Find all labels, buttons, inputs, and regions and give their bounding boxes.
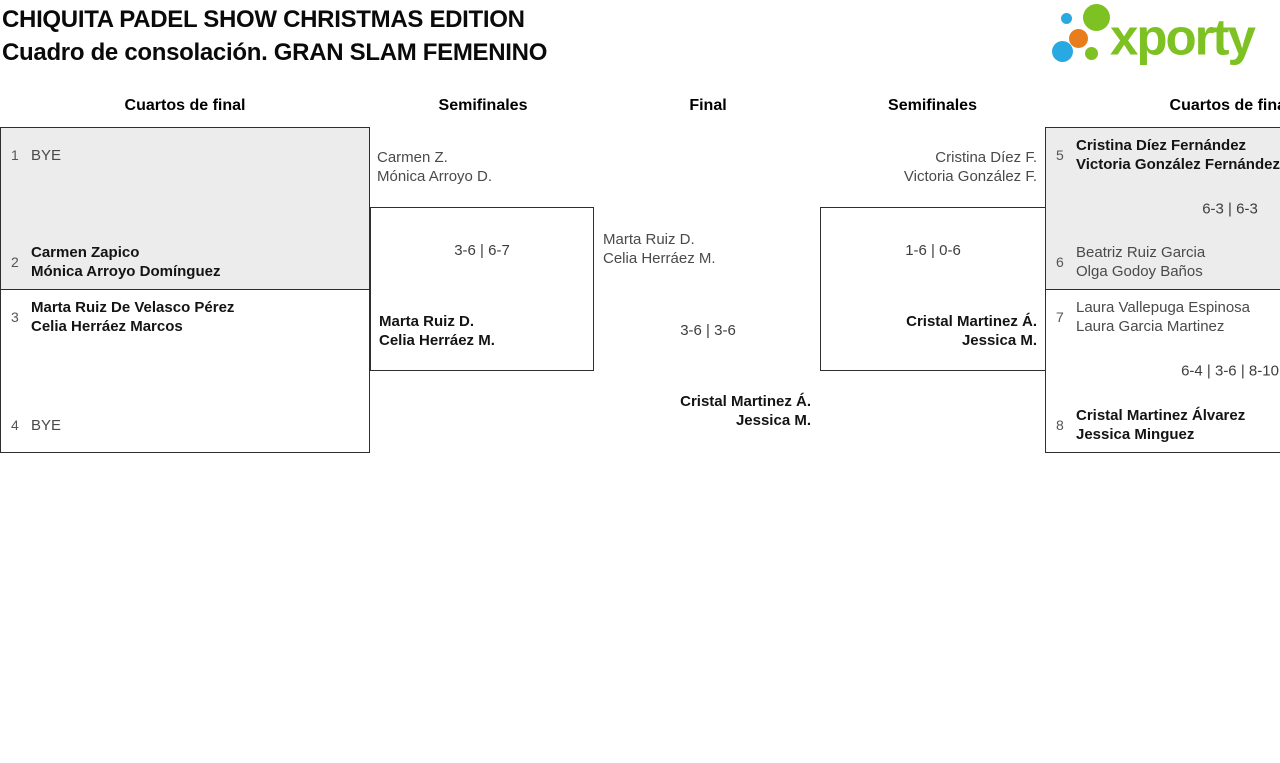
team-names: Marta Ruiz De Velasco Pérez Celia Herráe… [31, 298, 234, 336]
player-name: Carmen Z. [377, 149, 448, 166]
match-box-qf1: 1 BYE 2 Carmen Zapico Mónica Arroyo Domí… [0, 127, 370, 290]
player-name: Mónica Arroyo D. [377, 168, 493, 185]
player-name: Cristina Díez Fernández [1076, 137, 1247, 154]
player-name: Beatriz Ruiz Garcia [1076, 244, 1206, 261]
seed-number: 5 [1056, 147, 1064, 163]
player-name: Jessica M. [735, 412, 811, 429]
match-score: 3-6 | 6-7 [454, 242, 510, 259]
sf-right-top-team: Cristina Díez F. Victoria González F. [820, 148, 1037, 186]
player-name: Celia Herráez Marcos [31, 318, 183, 335]
seed-number: 7 [1056, 309, 1064, 325]
round-header-quarterfinals-right: Cuartos de final [1169, 97, 1280, 114]
xporty-logo[interactable]: xporty [1048, 0, 1280, 78]
seed-number: 1 [11, 147, 19, 163]
player-name: Celia Herráez M. [603, 250, 716, 267]
sf-left-top-team: Carmen Z. Mónica Arroyo D. [377, 148, 492, 186]
match-score: 6-4 | 3-6 | 8-10 [1181, 362, 1279, 380]
player-name: Victoria González Fernández [1076, 156, 1280, 173]
logo-dot-blue-large-icon [1052, 41, 1073, 62]
team-names: Laura Vallepuga Espinosa Laura Garcia Ma… [1076, 298, 1250, 336]
player-name: BYE [31, 416, 62, 434]
player-name: BYE [31, 146, 62, 164]
round-header-quarterfinals-left: Cuartos de final [124, 97, 246, 114]
player-name: Marta Ruiz D. [379, 313, 475, 330]
team-row-seed2: 2 Carmen Zapico Mónica Arroyo Domínguez [11, 243, 359, 281]
seed-number: 2 [11, 254, 19, 270]
seed-number: 8 [1056, 417, 1064, 433]
team-names: Cristina Díez Fernández Victoria Gonzále… [1076, 136, 1280, 174]
round-header-semifinals-right: Semifinales [888, 97, 977, 114]
sf-left-winner-team: Marta Ruiz D. Celia Herráez M. [379, 312, 495, 350]
player-name: Carmen Zapico [31, 244, 140, 261]
match-score: 1-6 | 0-6 [905, 242, 961, 259]
player-name: Celia Herráez M. [379, 332, 495, 349]
sf-right-winner-team: Cristal Martinez Á. Jessica M. [906, 312, 1037, 350]
team-names: Cristal Martinez Álvarez Jessica Minguez [1076, 406, 1245, 444]
team-names: Beatriz Ruiz Garcia Olga Godoy Baños [1076, 243, 1205, 281]
team-names: Carmen Zapico Mónica Arroyo Domínguez [31, 243, 220, 281]
player-name: Marta Ruiz De Velasco Pérez [31, 299, 235, 316]
round-header-semifinals-left: Semifinales [438, 97, 528, 114]
player-name: Cristal Martinez Á. [906, 313, 1037, 330]
player-name: Cristal Martinez Á. [680, 393, 811, 410]
player-name: Cristal Martinez Álvarez [1076, 407, 1246, 424]
final-left-team: Marta Ruiz D. Celia Herráez M. [603, 230, 716, 268]
player-name: Victoria González F. [903, 168, 1037, 185]
player-name: Marta Ruiz D. [603, 231, 695, 248]
seed-number: 3 [11, 309, 19, 325]
player-name: Laura Garcia Martinez [1076, 318, 1225, 335]
match-box-qf4: 7 Laura Vallepuga Espinosa Laura Garcia … [1045, 289, 1280, 453]
team-row-seed7: 7 Laura Vallepuga Espinosa Laura Garcia … [1056, 298, 1280, 336]
tournament-name: CHIQUITA PADEL SHOW CHRISTMAS EDITION [2, 6, 525, 33]
seed-number: 6 [1056, 254, 1064, 270]
match-score: 6-3 | 6-3 [1202, 200, 1258, 217]
round-header-final: Final [689, 97, 727, 114]
player-name: Jessica M. [961, 332, 1037, 349]
team-row-seed8: 8 Cristal Martinez Álvarez Jessica Mingu… [1056, 406, 1280, 444]
logo-dot-green-small-icon [1085, 47, 1098, 60]
player-name: Cristina Díez F. [935, 149, 1037, 166]
seed-number: 4 [11, 417, 19, 433]
player-name: Mónica Arroyo Domínguez [31, 263, 221, 280]
match-box-qf3: 5 Cristina Díez Fernández Victoria Gonzá… [1045, 127, 1280, 290]
team-row-seed6: 6 Beatriz Ruiz Garcia Olga Godoy Baños [1056, 243, 1280, 281]
logo-dot-green-large-icon [1083, 4, 1110, 31]
player-name: Olga Godoy Baños [1076, 263, 1203, 280]
logo-dot-orange-icon [1069, 29, 1088, 48]
player-name: Jessica Minguez [1076, 426, 1195, 443]
xporty-wordmark: xporty [1110, 8, 1256, 66]
team-row-seed3: 3 Marta Ruiz De Velasco Pérez Celia Herr… [11, 298, 359, 336]
player-name: Laura Vallepuga Espinosa [1076, 299, 1251, 316]
team-row-seed4: 4 BYE [11, 406, 359, 444]
logo-dot-blue-small-icon [1061, 13, 1072, 24]
final-match-score: 3-6 | 3-6 [680, 322, 736, 339]
match-box-sf-right: 1-6 | 0-6 Cristal Martinez Á. Jessica M. [820, 207, 1046, 371]
champion-team: Cristal Martinez Á. Jessica M. [592, 392, 811, 430]
match-box-qf2: 3 Marta Ruiz De Velasco Pérez Celia Herr… [0, 289, 370, 453]
team-row-seed1: 1 BYE [11, 136, 359, 174]
match-box-sf-left: 3-6 | 6-7 Marta Ruiz D. Celia Herráez M. [370, 207, 594, 371]
team-names: BYE [31, 416, 61, 435]
page-title: CHIQUITA PADEL SHOW CHRISTMAS EDITION Cu… [2, 3, 547, 69]
team-row-seed5: 5 Cristina Díez Fernández Victoria Gonzá… [1056, 136, 1280, 174]
bracket-subtitle: Cuadro de consolación. GRAN SLAM FEMENIN… [2, 39, 548, 66]
team-names: BYE [31, 146, 61, 165]
